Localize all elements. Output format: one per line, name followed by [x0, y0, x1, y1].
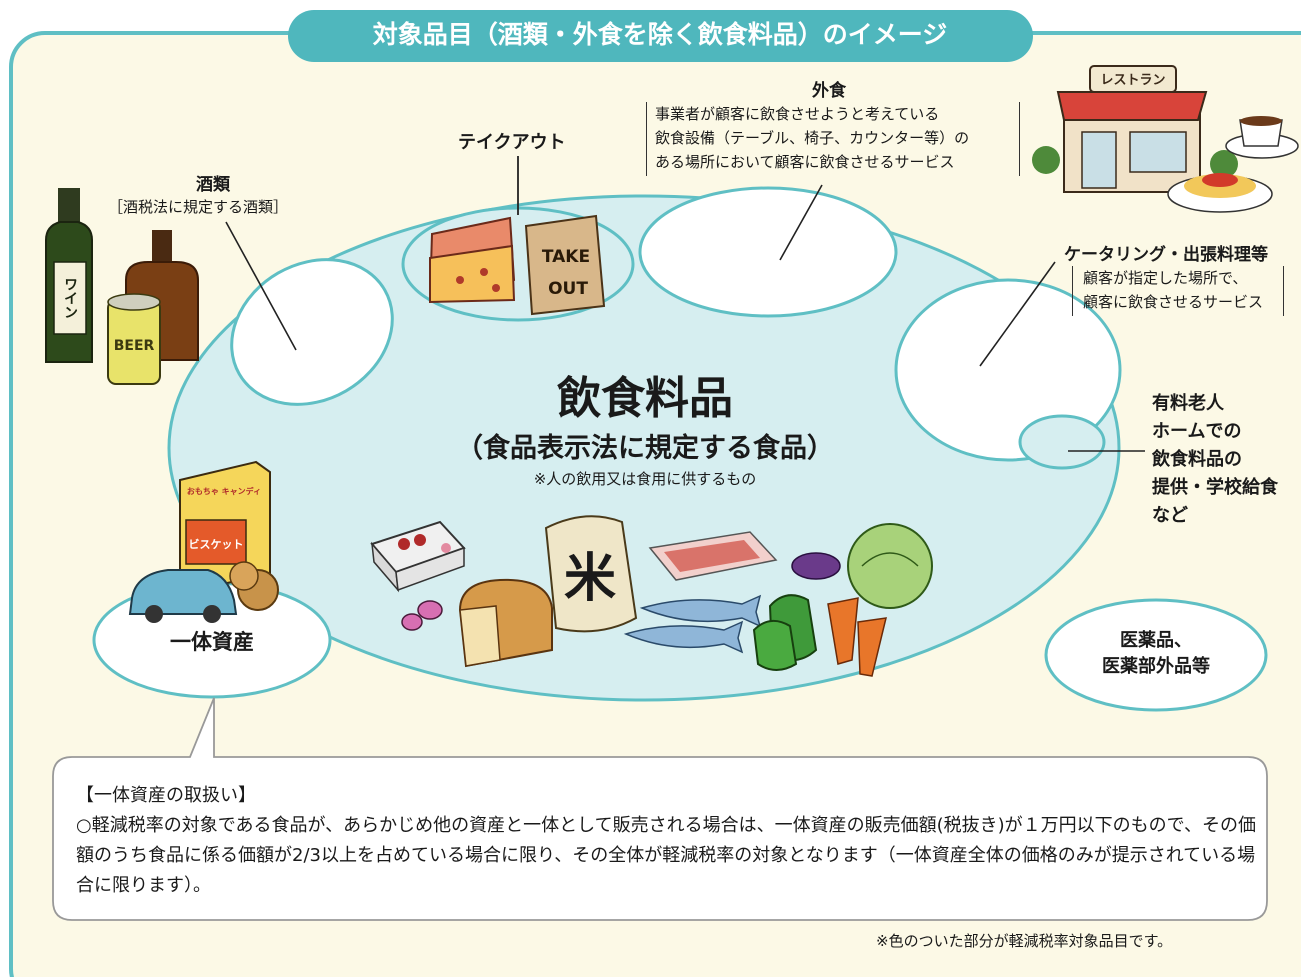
note-bubble — [52, 697, 1268, 921]
alcohol-leader — [225, 221, 297, 351]
catering-label: ケータリング・出張料理等 — [1064, 245, 1268, 265]
medicine-ellipse — [1044, 598, 1268, 712]
wine-label: ワイン — [62, 277, 78, 319]
note-box: 【一体資産の取扱い】 ○軽減税率の対象である食品が、あらかじめ他の資産と一体とし… — [54, 755, 1266, 920]
nursing-home-line-3: 飲食料品の — [1152, 449, 1242, 470]
dining-out-line-3: ある場所において顧客に飲食させるサービス — [655, 153, 955, 171]
cabbage-illustration — [847, 523, 933, 609]
note-heading: 【一体資産の取扱い】 — [76, 785, 256, 806]
alcohol-label: 酒類 — [196, 175, 230, 195]
nursing-home-ellipse — [1018, 414, 1106, 470]
integrated-asset-label: 一体資産 — [170, 630, 254, 654]
nursing-home-text: 有料老人 ホームでの 飲食料品の 提供・学校給食 など — [1152, 390, 1278, 530]
alcohol-ellipse — [230, 258, 394, 406]
catering-leader — [979, 261, 1056, 367]
medicine-line-2: 医薬部外品等 — [1102, 656, 1210, 677]
takeout-bag-illustration — [524, 214, 606, 316]
pizza-box-illustration — [428, 216, 516, 304]
food-title: 飲食料品 — [557, 373, 733, 424]
diagram-title: 対象品目（酒類・外食を除く飲食料品）のイメージ — [372, 20, 948, 49]
meat-illustration — [648, 531, 778, 581]
candy-illustration — [401, 600, 443, 631]
note-body: ○軽減税率の対象である食品が、あらかじめ他の資産と一体として販売される場合は、一… — [76, 815, 1256, 896]
nursing-home-line-5: など — [1152, 505, 1188, 526]
food-subtitle: （食品表示法に規定する食品） — [456, 433, 834, 464]
footnote: ※色のついた部分が軽減税率対象品目です。 — [876, 932, 1173, 950]
carrots-illustration — [827, 597, 887, 677]
rice-bag-illustration — [544, 515, 638, 633]
nursing-home-line-2: ホームでの — [1152, 421, 1242, 442]
restaurant-sign: レストラン — [1100, 73, 1165, 88]
catering-line-1: 顧客が指定した場所で、 — [1083, 269, 1248, 287]
catering-bracket: 顧客が指定した場所で、 顧客に飲食させるサービス — [1072, 266, 1284, 316]
nursing-home-line-4: 提供・学校給食 — [1152, 477, 1278, 498]
bento-illustration — [370, 520, 466, 593]
integrated-asset-illustration — [128, 460, 279, 623]
coffee-pasta-illustration — [1167, 116, 1299, 213]
dining-out-line-2: 飲食設備（テーブル、椅子、カウンター等）の — [655, 129, 970, 147]
out-label: OUT — [548, 279, 588, 299]
dining-out-bracket: 事業者が顧客に飲食させようと考えている 飲食設備（テーブル、椅子、カウンター等）… — [646, 102, 1020, 176]
takeout-label: テイクアウト — [458, 132, 566, 153]
medicine-line-1: 医薬品、 — [1120, 630, 1192, 651]
wine-bottle-illustration — [45, 188, 93, 363]
dining-out-line-1: 事業者が顧客に飲食させようと考えている — [655, 105, 940, 123]
take-label: TAKE — [542, 247, 590, 267]
beer-can-illustration — [107, 293, 161, 385]
catering-line-2: 顧客に飲食させるサービス — [1083, 293, 1264, 311]
peppers-illustration — [752, 594, 818, 671]
medicine-text: 医薬品、 医薬部外品等 — [1066, 628, 1246, 680]
fish-illustration — [623, 594, 762, 654]
dining-out-label: 外食 — [812, 81, 846, 101]
alcohol-sub: ［酒税法に規定する酒類］ — [108, 198, 289, 216]
biscuit-label: ビスケット — [189, 537, 244, 551]
eggplant-illustration — [791, 552, 841, 580]
dining-out-ellipse — [638, 186, 898, 318]
bread-illustration — [458, 578, 553, 668]
food-note: ※人の飲用又は食用に供するもの — [533, 470, 757, 488]
rice-label: 米 — [564, 549, 616, 609]
title-banner — [288, 10, 1033, 62]
candy-box-label: おもちゃ キャンディ — [187, 486, 261, 496]
dining-leader — [779, 184, 823, 261]
nursing-home-line-1: 有料老人 — [1152, 393, 1224, 414]
restaurant-illustration — [1032, 65, 1238, 193]
beer-label: BEER — [114, 338, 155, 354]
